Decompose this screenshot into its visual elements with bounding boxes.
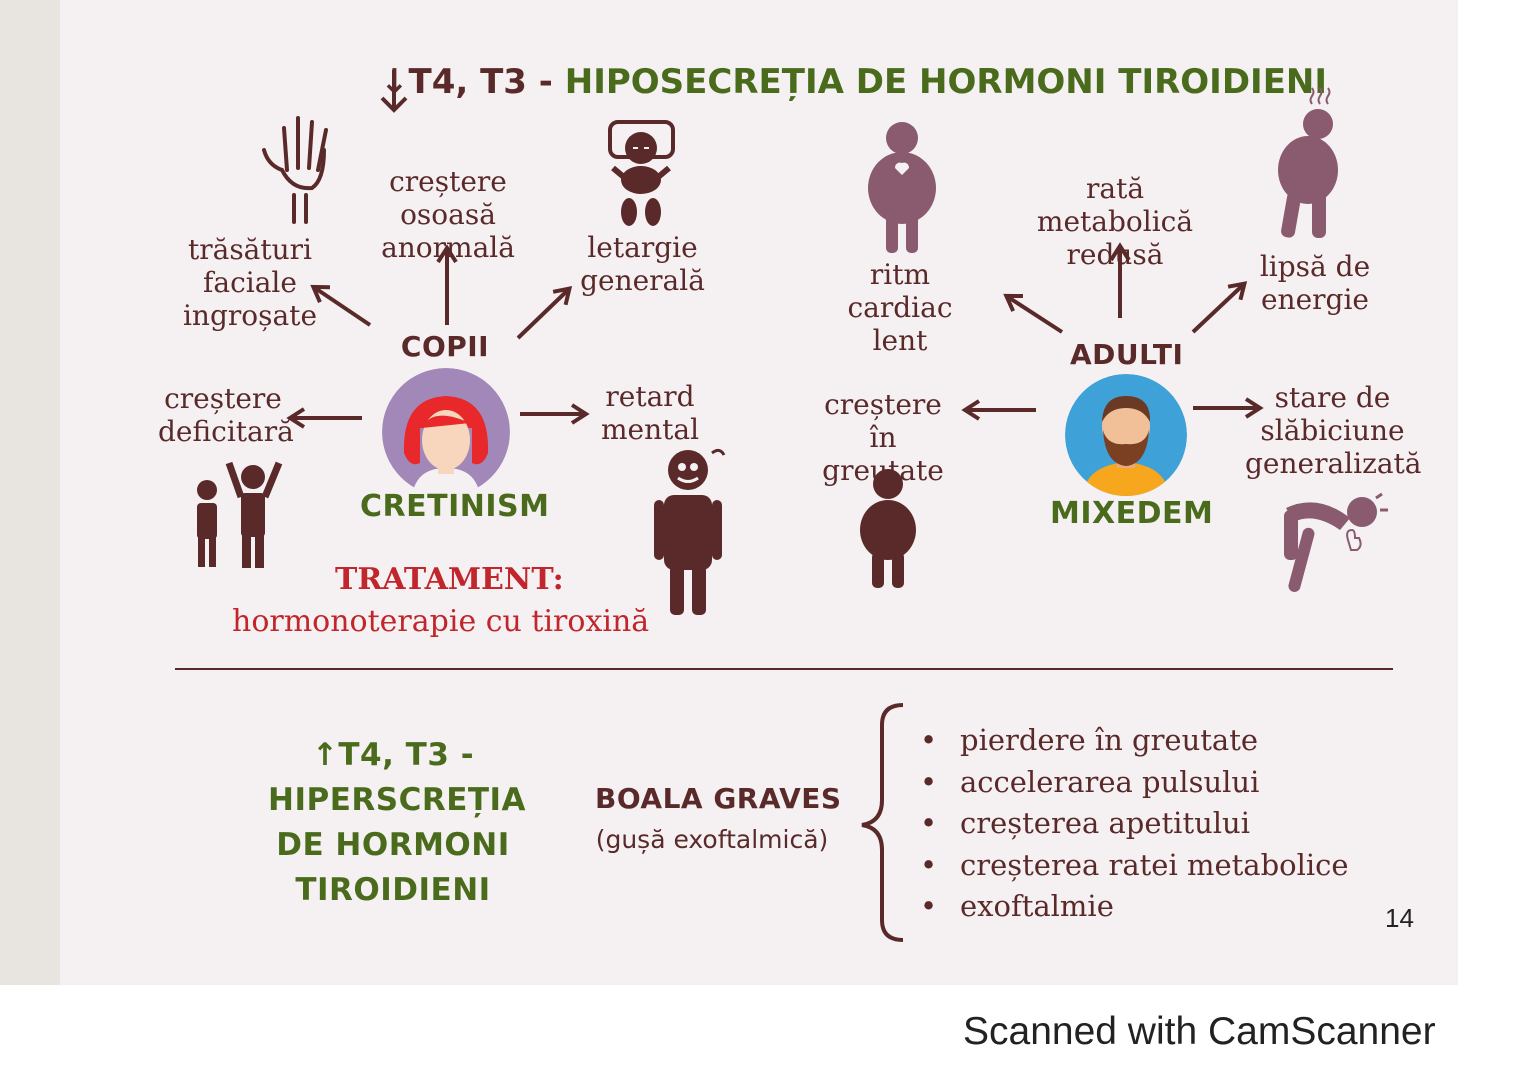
- adult-avatar: [1065, 374, 1187, 496]
- page-number: 14: [1385, 903, 1414, 933]
- child-avatar: [382, 368, 510, 496]
- label-copii: COPII: [400, 330, 490, 363]
- label-mental-retard: retard mental: [600, 380, 700, 446]
- scan-edge: [0, 0, 60, 985]
- scanner-watermark: Scanned with CamScanner: [963, 1010, 1436, 1053]
- arrow-lethargy: [516, 286, 573, 340]
- section-divider: [175, 668, 1393, 670]
- arrow-energy: [1191, 281, 1248, 334]
- page-title: ↓T4, T3 - HIPOSECREȚIA DE HORMONI TIROID…: [380, 62, 1327, 108]
- arrow-facial: [310, 284, 372, 327]
- label-graves-sub: (gușă exoftalmică): [595, 825, 829, 854]
- label-metabolic-rate: rată metabolică redusă: [1036, 172, 1194, 271]
- label-bone-growth: creștere osoasă anormală: [381, 165, 515, 264]
- symptom-list: pierdere în greutate accelerarea pulsulu…: [920, 720, 1349, 928]
- label-energy: lipsă de energie: [1259, 250, 1371, 316]
- label-weakness: stare de slăbiciune generalizată: [1245, 381, 1422, 480]
- label-weight-gain: creștere în greutate: [822, 388, 944, 487]
- title-hormones: T4, T3 -: [408, 62, 565, 102]
- label-treatment: TRATAMENT:: [335, 562, 564, 597]
- label-mixedem: MIXEDEM: [1050, 496, 1214, 531]
- label-heart-rate: ritm cardiac lent: [847, 258, 953, 357]
- label-cretinism: CRETINISM: [360, 489, 550, 524]
- baby-sleeping-icon: [608, 120, 675, 226]
- label-lethargy: letargie generală: [580, 231, 705, 297]
- curly-brace: [861, 703, 904, 942]
- list-item: pierdere în greutate: [920, 720, 1340, 762]
- label-adulti: ADULTI: [1070, 338, 1184, 371]
- bent-weak-person-icon: [1284, 492, 1388, 592]
- title-text: HIPOSECREȚIA DE HORMONI TIROIDIENI: [564, 62, 1328, 102]
- skeleton-hand-icon: [262, 116, 328, 224]
- list-item: creșterea ratei metabolice: [920, 845, 1349, 887]
- label-graves: BOALA GRAVES: [595, 782, 842, 815]
- overweight-child-icon: [860, 469, 916, 588]
- label-facial-features: trăsături faciale ingroșate: [182, 233, 318, 332]
- person-dizzy-icon: [654, 448, 726, 615]
- list-item: exoftalmie: [920, 886, 1340, 928]
- obese-person-heart-icon: [868, 122, 936, 253]
- list-item: creșterea apetitului: [920, 803, 1340, 845]
- label-treatment-text: hormonoterapie cu tiroxină: [232, 604, 650, 639]
- hyper-heading: ↑T4, T3 - HIPERSCREȚIA DE HORMONI TIROID…: [268, 737, 527, 908]
- children-growth-icon: [197, 461, 283, 568]
- list-item: accelerarea pulsului: [920, 762, 1340, 804]
- tired-person-icon: [1278, 87, 1338, 238]
- label-deficient-growth: creștere deficitară: [158, 382, 294, 448]
- arrow-heart: [1003, 293, 1064, 334]
